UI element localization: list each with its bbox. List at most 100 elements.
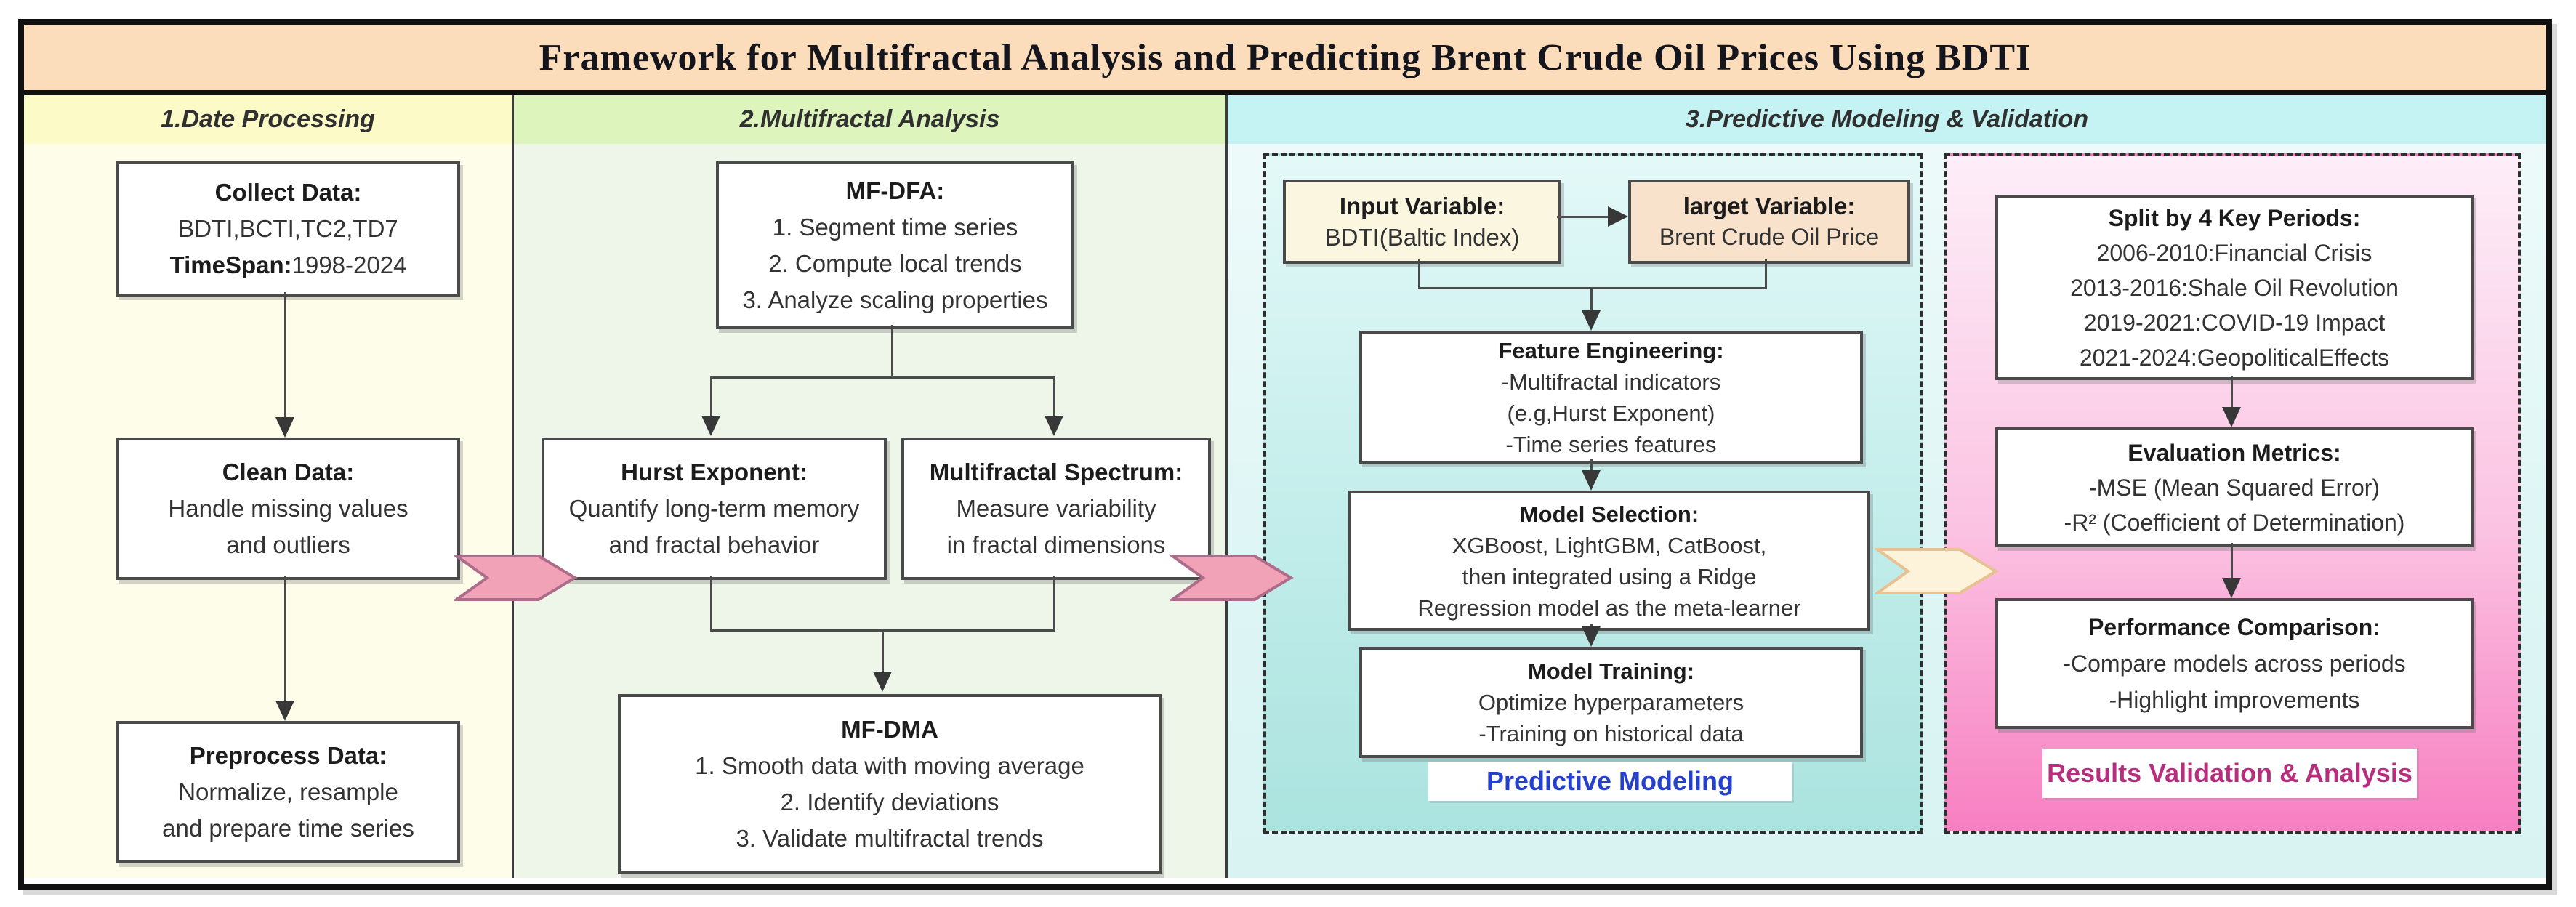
connector-line bbox=[1590, 287, 1593, 310]
section-label: 3.Predictive Modeling & Validation bbox=[1685, 105, 2089, 133]
node-line: TimeSpan:1998-2024 bbox=[170, 247, 407, 283]
node-line: -Training on historical data bbox=[1478, 721, 1744, 746]
node-hurst-exponent: Hurst Exponent: Quantify long-term memor… bbox=[542, 438, 887, 580]
caption-text: Predictive Modeling bbox=[1486, 766, 1734, 796]
node-line: BDTI(Baltic Index) bbox=[1324, 224, 1520, 251]
node-clean-data: Clean Data: Handle missing values and ou… bbox=[116, 438, 460, 580]
node-split-periods: Split by 4 Key Periods: 2006-2010:Financ… bbox=[1995, 195, 2474, 380]
node-evaluation-metrics: Evaluation Metrics: -MSE (Mean Squared E… bbox=[1995, 427, 2474, 547]
node-line: Measure variability bbox=[956, 495, 1156, 522]
connector-line bbox=[882, 629, 884, 672]
node-heading: MF-DMA bbox=[841, 716, 938, 743]
node-multifractal-spectrum: Multifractal Spectrum: Measure variabili… bbox=[901, 438, 1211, 580]
section-divider-2 bbox=[1225, 95, 1228, 878]
flow-arrow-icon-3 bbox=[1875, 548, 1999, 594]
node-line: Brent Crude Oil Price bbox=[1659, 224, 1880, 250]
node-line: BDTI,BCTI,TC2,TD7 bbox=[178, 215, 398, 242]
node-line: 2. Identify deviations bbox=[780, 789, 999, 815]
node-line: 1. Smooth data with moving average bbox=[695, 752, 1084, 779]
flow-arrow-icon-1 bbox=[454, 555, 578, 601]
node-line: and outliers bbox=[226, 531, 350, 558]
node-line: 1. Segment time series bbox=[772, 213, 1018, 241]
node-mf-dfa: MF-DFA: 1. Segment time series 2. Comput… bbox=[716, 161, 1074, 329]
node-input-variable: Input Variable: BDTI(Baltic Index) bbox=[1283, 180, 1561, 264]
arrowhead-down-icon bbox=[1045, 416, 1063, 436]
node-heading: Evaluation Metrics: bbox=[2128, 439, 2341, 466]
connector-line bbox=[2231, 376, 2233, 408]
arrowhead-down-icon bbox=[2222, 578, 2241, 598]
node-heading: Split by 4 Key Periods: bbox=[2108, 204, 2361, 231]
node-collect-data: Collect Data: BDTI,BCTI,TC2,TD7 TimeSpan… bbox=[116, 161, 460, 297]
node-heading: Input Variable: bbox=[1339, 193, 1505, 219]
node-line: -Compare models across periods bbox=[2063, 650, 2406, 677]
node-heading: Hurst Exponent: bbox=[621, 459, 808, 485]
node-line: then integrated using a Ridge bbox=[1462, 563, 1757, 589]
node-heading: Multifractal Spectrum: bbox=[929, 459, 1183, 485]
node-preprocess-data: Preprocess Data: Normalize, resample and… bbox=[116, 721, 460, 863]
section-header-date-processing: 1.Date Processing bbox=[24, 95, 512, 144]
node-line: XGBoost, LightGBM, CatBoost, bbox=[1452, 532, 1767, 558]
node-line: and prepare time series bbox=[162, 815, 414, 842]
node-heading: MF-DFA: bbox=[845, 177, 945, 204]
node-line: 3. Analyze scaling properties bbox=[742, 286, 1048, 313]
connector-line bbox=[1590, 459, 1593, 471]
node-line: in fractal dimensions bbox=[946, 531, 1166, 558]
node-heading: Model Training: bbox=[1527, 658, 1695, 684]
node-target-variable: larget Variable: Brent Crude Oil Price bbox=[1628, 180, 1910, 264]
timespan-value: 1998-2024 bbox=[291, 251, 407, 278]
node-model-selection: Model Selection: XGBoost, LightGBM, CatB… bbox=[1348, 491, 1870, 631]
connector-line bbox=[891, 325, 893, 378]
node-line: and fractal behavior bbox=[608, 531, 820, 558]
node-line: Optimize hyperparameters bbox=[1478, 690, 1744, 715]
node-feature-engineering: Feature Engineering: -Multifractal indic… bbox=[1359, 331, 1863, 464]
node-line: 2013-2016:Shale Oil Revolution bbox=[2070, 274, 2399, 301]
node-line: 2019-2021:COVID-19 Impact bbox=[2083, 309, 2386, 336]
arrowhead-down-icon bbox=[701, 416, 720, 436]
title-band: Framework for Multifractal Analysis and … bbox=[24, 25, 2546, 95]
connector-line bbox=[710, 376, 712, 416]
node-line: Quantify long-term memory bbox=[568, 495, 860, 522]
node-heading: Preprocess Data: bbox=[189, 742, 387, 769]
node-line: 2. Compute local trends bbox=[768, 249, 1022, 277]
arrowhead-down-icon bbox=[1582, 626, 1601, 647]
section-label: 2.Multifractal Analysis bbox=[739, 105, 1000, 133]
connector-line bbox=[1590, 624, 1593, 628]
arrowhead-down-icon bbox=[2222, 407, 2241, 427]
flow-arrow-icon-2 bbox=[1170, 555, 1294, 601]
timespan-label: TimeSpan: bbox=[169, 251, 292, 278]
node-line: Normalize, resample bbox=[178, 778, 398, 805]
node-line: -MSE (Mean Squared Error) bbox=[2088, 474, 2380, 501]
caption-text: Results Validation & Analysis bbox=[2047, 758, 2412, 788]
node-heading: Feature Engineering: bbox=[1498, 337, 1724, 363]
node-line: -Time series features bbox=[1505, 431, 1717, 457]
arrowhead-down-icon bbox=[1582, 470, 1601, 491]
section-divider-1 bbox=[512, 95, 514, 878]
section-header-predictive: 3.Predictive Modeling & Validation bbox=[1228, 95, 2546, 144]
section-label: 1.Date Processing bbox=[161, 105, 375, 133]
connector-line bbox=[284, 292, 286, 417]
node-heading: Clean Data: bbox=[222, 459, 355, 485]
node-heading: Model Selection: bbox=[1519, 501, 1699, 527]
connector-line bbox=[710, 376, 1055, 379]
arrowhead-down-icon bbox=[873, 672, 892, 692]
caption-predictive-modeling: Predictive Modeling bbox=[1428, 762, 1792, 801]
node-line: 3. Validate multifractal trends bbox=[736, 825, 1044, 852]
connector-line bbox=[1053, 576, 1055, 631]
connector-line bbox=[1053, 376, 1055, 416]
arrowhead-down-icon bbox=[1582, 310, 1601, 331]
node-line: -R² (Coefficient of Determination) bbox=[2064, 509, 2405, 536]
connector-line bbox=[1418, 287, 1767, 289]
section-header-multifractal: 2.Multifractal Analysis bbox=[514, 95, 1225, 144]
node-mf-dma: MF-DMA 1. Smooth data with moving averag… bbox=[618, 694, 1162, 874]
node-heading: larget Variable: bbox=[1683, 193, 1856, 219]
node-line: 2006-2010:Financial Crisis bbox=[2096, 239, 2372, 266]
page-title: Framework for Multifractal Analysis and … bbox=[539, 36, 2032, 78]
node-performance-comparison: Performance Comparison: -Compare models … bbox=[1995, 598, 2474, 729]
node-model-training: Model Training: Optimize hyperparameters… bbox=[1359, 647, 1863, 758]
connector-line bbox=[1765, 259, 1767, 289]
node-line: -Highlight improvements bbox=[2109, 687, 2360, 713]
node-heading: Collect Data: bbox=[214, 179, 362, 206]
connector-line bbox=[284, 576, 286, 701]
node-line: 2021-2024:GeopoliticalEffects bbox=[2079, 344, 2390, 371]
